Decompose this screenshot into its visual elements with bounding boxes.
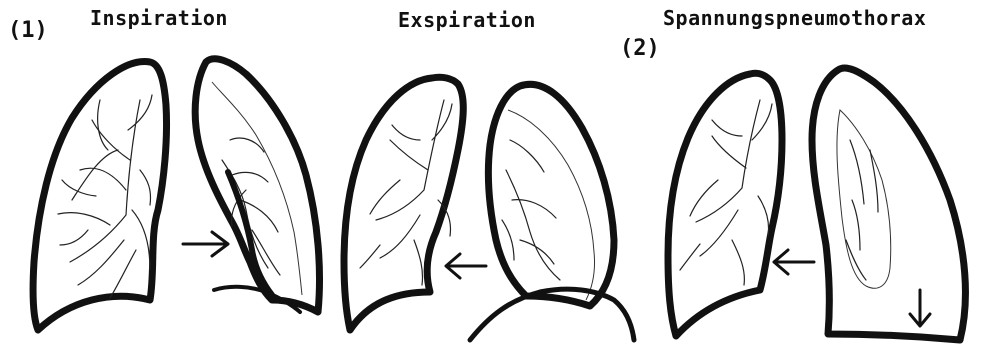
expiration-arrow-icon <box>446 254 486 278</box>
inspiration-left-lung <box>195 59 319 312</box>
inspiration-arrow-icon <box>183 232 228 256</box>
expiration-right-lung <box>344 77 463 330</box>
tension-left-lung <box>812 68 965 340</box>
inspiration-right-lung <box>33 62 166 330</box>
tension-diaphragm-arrow-icon <box>910 290 930 326</box>
tension-right-lung <box>668 73 782 336</box>
tension-mediastinal-shift-arrow-icon <box>774 250 814 274</box>
expiration-left-lung <box>470 84 634 340</box>
